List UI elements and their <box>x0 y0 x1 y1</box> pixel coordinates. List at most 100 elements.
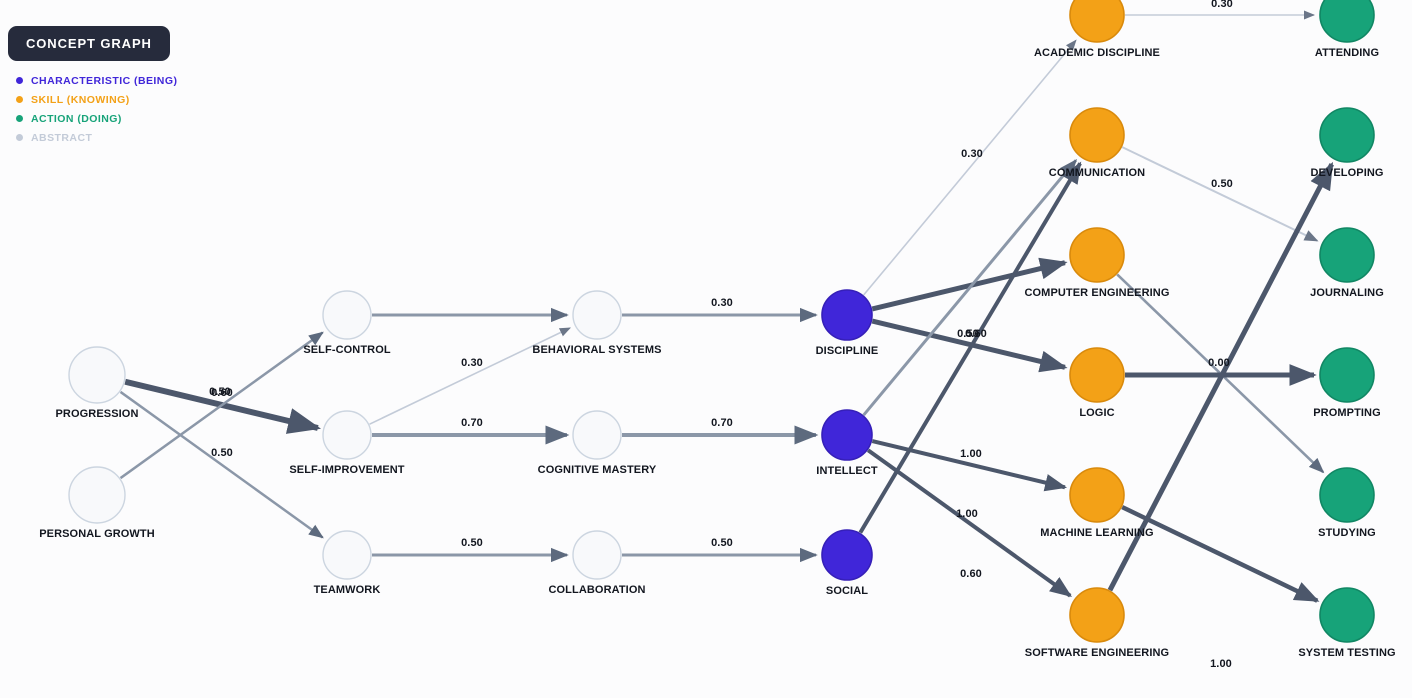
legend-item-label: ABSTRACT <box>31 131 93 144</box>
graph-node-journaling[interactable]: JOURNALING <box>1310 227 1384 299</box>
legend-item-label: ACTION (DOING) <box>31 112 122 125</box>
graph-node-self-improvement[interactable]: SELF-IMPROVEMENT <box>289 410 405 476</box>
graph-node-progression[interactable]: PROGRESSION <box>55 346 138 420</box>
node-label: ATTENDING <box>1315 47 1379 59</box>
edge-weight-label: 0.30 <box>961 148 983 160</box>
graph-node-studying[interactable]: STUDYING <box>1318 467 1376 539</box>
node-circle[interactable] <box>572 290 622 340</box>
edge-weight-label: 0.30 <box>1211 0 1233 10</box>
node-circle[interactable] <box>1319 467 1375 523</box>
graph-node-developing[interactable]: DEVELOPING <box>1310 107 1383 179</box>
node-circle[interactable] <box>1319 347 1375 403</box>
node-label: DEVELOPING <box>1310 167 1383 179</box>
node-label: LOGIC <box>1079 407 1114 419</box>
node-label: PERSONAL GROWTH <box>39 528 155 540</box>
edge-weight-label: 0.60 <box>211 387 233 399</box>
node-label: COLLABORATION <box>548 584 645 596</box>
graph-node-attending[interactable]: ATTENDING <box>1315 0 1379 59</box>
edge-weight-label: 0.60 <box>965 328 987 340</box>
edge-weight-label: 0.60 <box>960 568 982 580</box>
node-label: STUDYING <box>1318 527 1376 539</box>
graph-edge[interactable] <box>369 327 571 425</box>
graph-edge[interactable] <box>871 318 1068 373</box>
legend-item[interactable]: CHARACTERISTIC (BEING) <box>16 71 208 90</box>
graph-edge[interactable] <box>863 39 1077 296</box>
graph-edge[interactable] <box>119 390 324 539</box>
graph-node-academic-discipline[interactable]: ACADEMIC DISCIPLINE <box>1034 0 1160 59</box>
node-circle[interactable] <box>1319 107 1375 163</box>
graph-node-social[interactable]: SOCIAL <box>821 529 873 597</box>
edge-weight-label: 0.50 <box>209 386 231 398</box>
graph-node-machine-learning[interactable]: MACHINE LEARNING <box>1040 467 1154 539</box>
edge-weight-label: 0.70 <box>461 417 483 429</box>
node-circle[interactable] <box>821 529 873 581</box>
graph-edge[interactable] <box>866 448 1073 598</box>
graph-edge[interactable] <box>862 158 1078 416</box>
node-label: PROGRESSION <box>55 408 138 420</box>
node-circle[interactable] <box>1069 467 1125 523</box>
node-circle[interactable] <box>1319 587 1375 643</box>
edge-weight-label: 0.50 <box>1211 178 1233 190</box>
legend-panel: CONCEPT GRAPH CHARACTERISTIC (BEING)SKIL… <box>8 26 208 147</box>
graph-edge[interactable] <box>1107 161 1334 592</box>
graph-edge[interactable] <box>858 161 1082 534</box>
edges-layer <box>119 10 1334 603</box>
node-circle[interactable] <box>68 346 126 404</box>
legend-items: CHARACTERISTIC (BEING) SKILL (KNOWING) ACT… <box>8 71 208 147</box>
node-label: COMPUTER ENGINEERING <box>1024 287 1169 299</box>
node-circle[interactable] <box>1069 227 1125 283</box>
graph-node-teamwork[interactable]: TEAMWORK <box>314 530 381 596</box>
node-circle[interactable] <box>1319 0 1375 43</box>
graph-node-personal-growth[interactable]: PERSONAL GROWTH <box>39 466 155 540</box>
node-circle[interactable] <box>821 409 873 461</box>
legend-color-dot-icon <box>16 115 23 122</box>
graph-edge[interactable] <box>1121 146 1319 242</box>
graph-node-collaboration[interactable]: COLLABORATION <box>548 530 645 596</box>
graph-node-communication[interactable]: COMMUNICATION <box>1049 107 1145 179</box>
graph-node-behavioral-systems[interactable]: BEHAVIORAL SYSTEMS <box>532 290 661 356</box>
node-circle[interactable] <box>322 290 372 340</box>
graph-edge[interactable] <box>871 257 1068 312</box>
edge-weight-label: 1.00 <box>956 508 978 520</box>
node-circle[interactable] <box>322 530 372 580</box>
node-label: SELF-CONTROL <box>303 344 391 356</box>
node-circle[interactable] <box>322 410 372 460</box>
graph-edge[interactable] <box>119 331 324 480</box>
node-circle[interactable] <box>1069 347 1125 403</box>
graph-node-cognitive-mastery[interactable]: COGNITIVE MASTERY <box>538 410 657 476</box>
node-circle[interactable] <box>1069 107 1125 163</box>
graph-edge[interactable] <box>1121 505 1320 603</box>
graph-node-software-engineering[interactable]: SOFTWARE ENGINEERING <box>1025 587 1169 659</box>
node-circle[interactable] <box>572 410 622 460</box>
graph-edge[interactable] <box>871 439 1068 492</box>
graph-node-computer-engineering[interactable]: COMPUTER ENGINEERING <box>1024 227 1169 299</box>
graph-node-system-testing[interactable]: SYSTEM TESTING <box>1298 587 1396 659</box>
legend-item[interactable]: ABSTRACT <box>16 128 208 147</box>
legend-item[interactable]: SKILL (KNOWING) <box>16 90 208 109</box>
node-circle[interactable] <box>572 530 622 580</box>
node-circle[interactable] <box>68 466 126 524</box>
legend-item-label: SKILL (KNOWING) <box>31 93 130 106</box>
node-circle[interactable] <box>1319 227 1375 283</box>
edge-weight-label: 0.30 <box>711 297 733 309</box>
node-circle[interactable] <box>1069 587 1125 643</box>
node-label: MACHINE LEARNING <box>1040 527 1153 539</box>
graph-node-logic[interactable]: LOGIC <box>1069 347 1125 419</box>
graph-node-intellect[interactable]: INTELLECT <box>816 409 878 477</box>
nodes-layer: PROGRESSION PERSONAL GROWTH SELF-CONTROL SE… <box>39 0 1396 659</box>
node-circle[interactable] <box>821 289 873 341</box>
node-circle[interactable] <box>1069 0 1125 43</box>
node-label: PROMPTING <box>1313 407 1381 419</box>
legend-item[interactable]: ACTION (DOING) <box>16 109 208 128</box>
edge-weight-label: 0.50 <box>461 537 483 549</box>
legend-color-dot-icon <box>16 134 23 141</box>
edge-weight-label: 0.50 <box>957 328 979 340</box>
node-label: SOCIAL <box>826 585 868 597</box>
node-label: BEHAVIORAL SYSTEMS <box>532 344 661 356</box>
graph-node-prompting[interactable]: PROMPTING <box>1313 347 1381 419</box>
node-label: SELF-IMPROVEMENT <box>289 464 404 476</box>
edge-labels-layer: 0.600.500.500.300.700.500.300.700.500.30… <box>209 0 1233 670</box>
graph-node-self-control[interactable]: SELF-CONTROL <box>303 290 391 356</box>
graph-node-discipline[interactable]: DISCIPLINE <box>816 289 879 357</box>
